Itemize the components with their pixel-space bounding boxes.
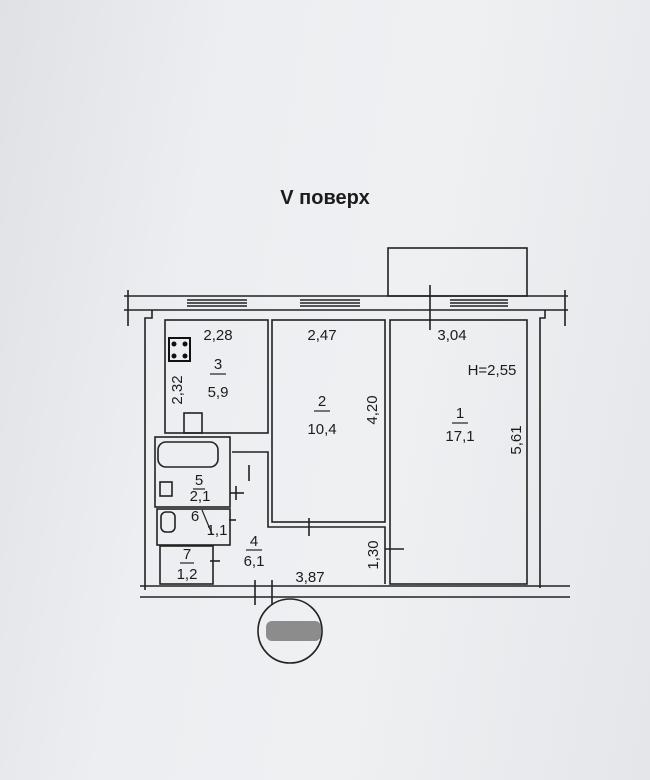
room-5-area: 2,1 bbox=[190, 488, 211, 505]
hall-wall-inner bbox=[267, 472, 386, 584]
room-6-area: 1,1 bbox=[207, 522, 228, 539]
hall-wall bbox=[232, 451, 269, 472]
window-kitchen bbox=[187, 299, 247, 307]
dim-hall-width: 3,87 bbox=[295, 569, 324, 586]
room-1-area: 17,1 bbox=[445, 428, 474, 445]
dim-room1-width: 3,04 bbox=[437, 327, 466, 344]
room-3-number: 3 bbox=[214, 356, 222, 373]
entrance-marker bbox=[257, 598, 323, 664]
room-1 bbox=[389, 319, 528, 585]
door-marks bbox=[210, 465, 404, 562]
room-7-number: 7 bbox=[183, 546, 191, 563]
room-4-number: 4 bbox=[250, 533, 258, 550]
exterior-wall-left bbox=[144, 310, 153, 590]
dim-room2-width: 2,47 bbox=[307, 327, 336, 344]
room-6-number: 6 bbox=[191, 508, 199, 525]
room-3-area: 5,9 bbox=[208, 384, 229, 401]
exterior-wall-bottom bbox=[140, 580, 570, 605]
room-2-number: 2 bbox=[318, 393, 326, 410]
bathtub-icon bbox=[157, 441, 219, 468]
stove-icon bbox=[168, 337, 191, 362]
ceiling-height: H=2,55 bbox=[468, 362, 517, 379]
room-2 bbox=[271, 319, 386, 523]
toilet-icon bbox=[160, 511, 176, 533]
dim-room2-depth: 4,20 bbox=[364, 395, 381, 424]
dim-kitchen-depth: 2,32 bbox=[169, 375, 186, 404]
dim-kitchen-width: 2,28 bbox=[203, 327, 232, 344]
room-2-area: 10,4 bbox=[307, 421, 336, 438]
window-room-2 bbox=[300, 299, 360, 307]
exterior-wall-top bbox=[124, 290, 568, 326]
room-1-number: 1 bbox=[456, 405, 464, 422]
room-3-kitchen bbox=[164, 319, 269, 434]
kitchen-sink-icon bbox=[183, 412, 203, 434]
balcony bbox=[387, 247, 528, 297]
room-6-toilet bbox=[156, 508, 231, 546]
room-7-storage bbox=[159, 545, 214, 585]
exterior-wall-right bbox=[539, 310, 546, 588]
room-7-area: 1,2 bbox=[177, 566, 198, 583]
room-5-bathroom bbox=[154, 436, 231, 508]
room-5-number: 5 bbox=[195, 472, 203, 489]
room-4-area: 6,1 bbox=[244, 553, 265, 570]
sink-icon bbox=[159, 481, 173, 497]
floor-title: V поверх bbox=[280, 187, 369, 209]
dim-room1-depth: 5,61 bbox=[508, 425, 525, 454]
blurred-label bbox=[266, 621, 321, 641]
window-room-1 bbox=[450, 299, 508, 307]
dim-hall-depth: 1,30 bbox=[365, 540, 382, 569]
